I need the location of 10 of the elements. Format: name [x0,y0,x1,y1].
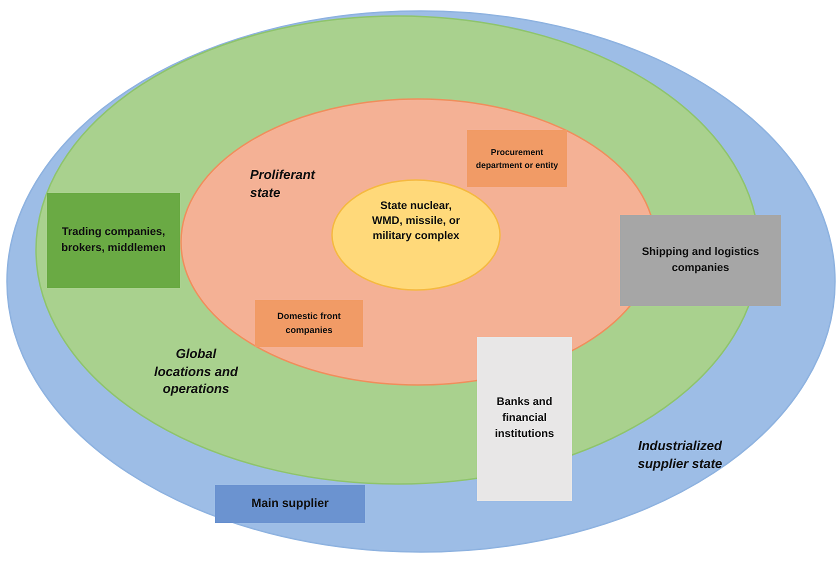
label-box: Main supplier [215,485,365,523]
region-label: Proliferant state [250,166,316,202]
region-label: Industrialized supplier state [636,437,724,472]
label-box: Domestic front companies [255,300,363,347]
region-label: Global locations and operations [153,345,240,398]
label-box: Trading companies, brokers, middlemen [47,193,180,288]
label-box: Shipping and logistics companies [620,215,781,306]
region-label: State nuclear, WMD, missile, or military complex [371,199,461,244]
label-box: Procurement department or entity [467,130,567,187]
label-box: Banks and financial institutions [477,337,572,501]
